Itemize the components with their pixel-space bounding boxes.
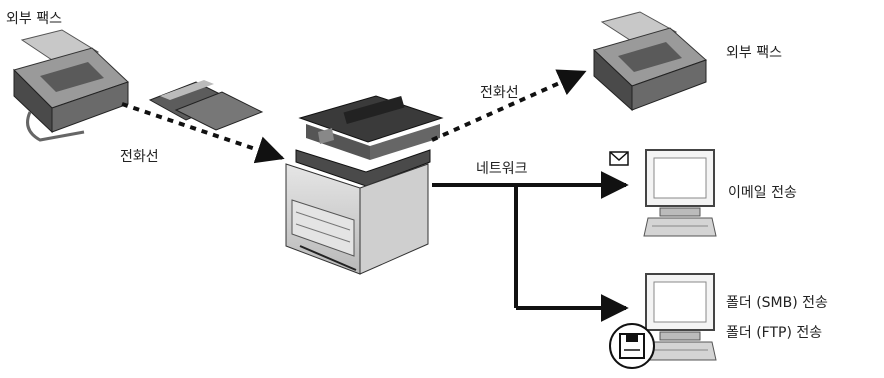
phone-line-arrow-left: [121, 102, 285, 164]
folder-badge-icon: [609, 323, 655, 369]
external-fax-right-label: 외부 팩스: [726, 45, 782, 61]
fax-machine-right-icon: [593, 11, 707, 112]
external-fax-left-label: 외부 팩스: [6, 11, 62, 27]
computer-monitor-email-icon: [643, 149, 717, 237]
phone-line-left-label: 전화선: [120, 149, 159, 165]
network-label: 네트워크: [476, 161, 528, 177]
envelope-icon: [609, 151, 629, 166]
paper-documents-icon: [148, 80, 264, 131]
folder-smb-send-label: 폴더 (SMB) 전송: [726, 295, 828, 311]
phone-line-arrow-right: [431, 69, 587, 142]
folder-ftp-send-label: 폴더 (FTP) 전송: [726, 325, 823, 341]
email-send-label: 이메일 전송: [728, 185, 797, 201]
computer-monitor-folder-icon: [643, 273, 717, 361]
phone-line-right-label: 전화선: [480, 85, 519, 101]
multifunction-printer-icon: [285, 95, 444, 275]
fax-machine-left-icon: [13, 29, 129, 142]
network-connector: [432, 171, 629, 322]
